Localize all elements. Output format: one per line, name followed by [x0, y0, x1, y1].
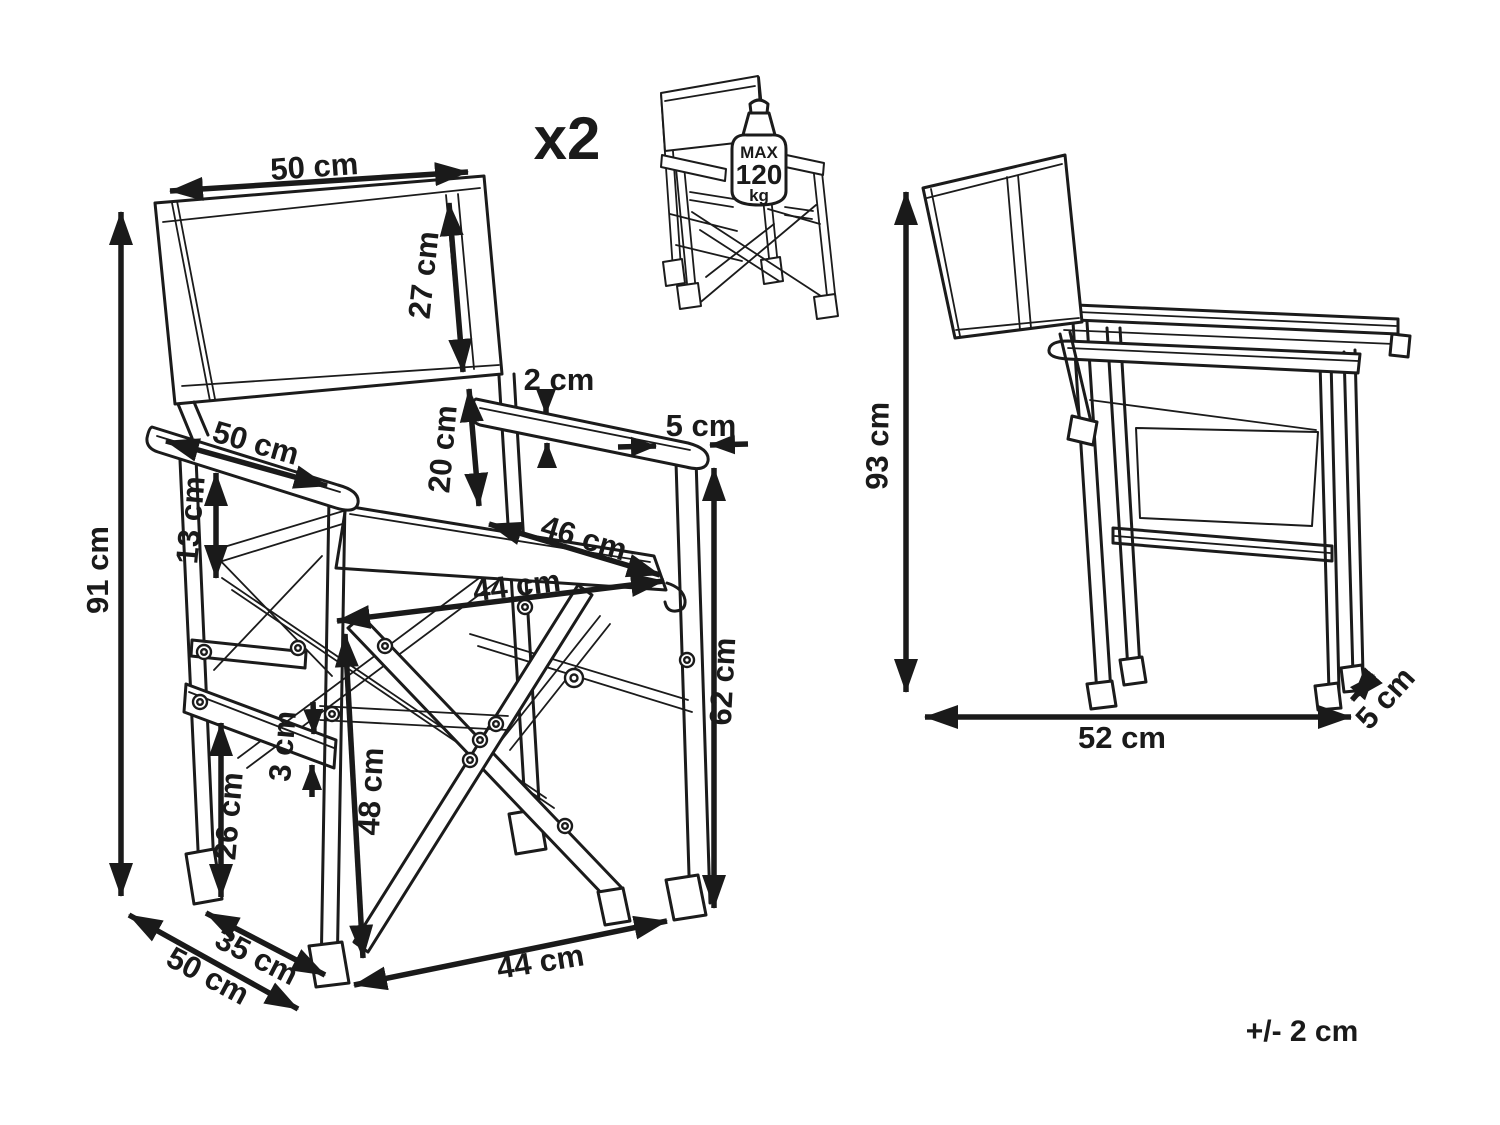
mini-rear-left-foot: [662, 258, 686, 287]
mini-rear-right-foot: [760, 256, 784, 285]
mini-backrest-seam: [664, 85, 756, 102]
mini-braces: [669, 204, 825, 307]
side-armrest-edge: [1077, 311, 1397, 327]
dim-seat-height: 48 cm: [334, 633, 391, 959]
front-x-foot: [596, 886, 632, 927]
seat-corner-hook: [663, 581, 687, 613]
mini-armrest-left: [660, 154, 727, 182]
side-rear-legs: [1318, 348, 1365, 694]
dim-backrest-to-seat-label: 20 cm: [421, 404, 464, 495]
dim-armrest-width: 5 cm: [617, 408, 749, 457]
front-left-foot: [307, 940, 351, 989]
fold-edge: [1089, 399, 1317, 431]
side-gap-line: [1063, 329, 1395, 345]
dim-rail-thickness-label: 3 cm: [262, 709, 303, 782]
dim-base-width-label: 44 cm: [494, 937, 586, 985]
dim-rail-height-label: 26 cm: [207, 771, 250, 862]
dim-folded-length-label: 52 cm: [1078, 720, 1166, 755]
tolerance-label: +/- 2 cm: [1246, 1015, 1359, 1048]
weight-limit-badge: MAX 120 kg: [730, 98, 788, 207]
backrest-seams: [162, 187, 500, 402]
backrest-post-stubs: [176, 400, 210, 440]
weight-max-label: MAX: [740, 143, 778, 162]
left-side-bar: [189, 638, 308, 670]
dim-armrest-to-seat-label: 13 cm: [169, 475, 212, 566]
side-rear-foot-a: [1313, 681, 1343, 712]
dim-armrest-width-label: 5 cm: [666, 408, 737, 443]
weight-body: [730, 133, 788, 207]
side-backrest-strut: [1058, 330, 1093, 426]
side-front-foot-a: [1085, 679, 1118, 711]
dim-backrest-width: 50 cm: [169, 146, 469, 201]
side-backrest-panel: [921, 153, 1084, 340]
mini-front-right-foot: [813, 293, 839, 320]
left-lower-rail-edge: [188, 691, 335, 749]
dim-armrest-height: 62 cm: [702, 467, 743, 909]
folded-seat-fabric: [1135, 427, 1319, 527]
weight-knob: [748, 98, 770, 115]
dim-rail-thickness: 3 cm: [262, 701, 324, 797]
dim-base-width: 44 cm: [353, 915, 668, 991]
right-side-braces: [469, 615, 693, 751]
side-backrest-seams: [926, 163, 1080, 337]
dim-backrest-width-label: 50 cm: [269, 146, 359, 187]
dim-total-height: 91 cm: [80, 211, 133, 897]
weight-unit-label: kg: [749, 186, 769, 205]
dim-armrest-thickness-label: 2 cm: [524, 362, 595, 397]
weight-value-label: 120: [736, 159, 783, 190]
dim-folded-height-label: 93 cm: [859, 402, 896, 491]
side-view-drawing: [921, 153, 1412, 712]
front-right-foot: [664, 873, 708, 922]
dim-armrest-height-label: 62 cm: [703, 637, 743, 727]
seat-rail-left: [213, 508, 353, 564]
mini-seat: [689, 191, 814, 220]
rear-x-braces: [221, 557, 555, 809]
mini-front-left-leg: [675, 165, 697, 295]
weight-neck: [741, 111, 777, 137]
quantity-label: x2: [534, 105, 601, 172]
side-front-legs: [1071, 320, 1142, 696]
side-strut-bracket: [1066, 414, 1099, 447]
side-seat-bar-edge: [1067, 347, 1359, 362]
dim-armrest-thickness: 2 cm: [524, 362, 595, 468]
mini-front-right-leg: [812, 162, 837, 306]
dim-seat-height-label: 48 cm: [351, 747, 391, 837]
side-seat-bar: [1047, 339, 1362, 375]
dim-armrest-to-seat: 13 cm: [169, 472, 228, 579]
side-armrest-tab: [1388, 332, 1412, 359]
quantity-chair-drawing: MAX 120 kg: [660, 75, 839, 320]
mini-front-left-foot: [676, 282, 702, 310]
dim-backrest-to-seat: 20 cm: [421, 388, 489, 507]
dim-total-height-label: 91 cm: [80, 526, 115, 614]
dim-rail-height: 26 cm: [207, 722, 250, 898]
dim-folded-length: 52 cm: [924, 705, 1352, 755]
dim-folded-height: 93 cm: [859, 191, 918, 693]
side-stretcher-edge: [1114, 535, 1331, 554]
left-x-braces: [211, 551, 333, 677]
side-front-foot-b: [1118, 655, 1148, 687]
